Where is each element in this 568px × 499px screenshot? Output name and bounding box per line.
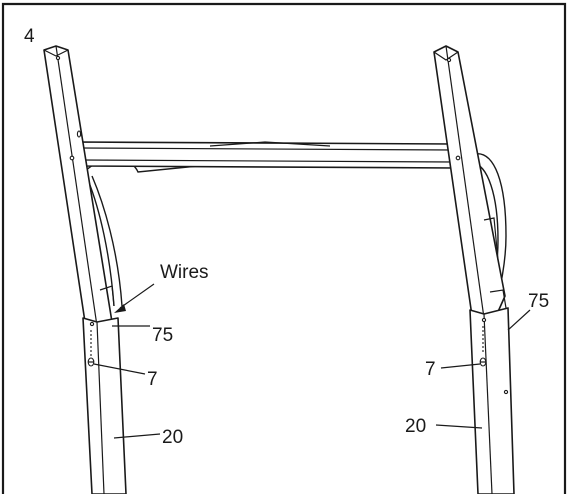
callout-75-right: 75 — [507, 291, 549, 331]
label-part-20-right: 20 — [405, 416, 426, 437]
label-wires: Wires — [160, 262, 209, 283]
right-upright-75 — [433, 45, 507, 319]
callout-75-left: 75 — [112, 325, 173, 346]
label-part-7-left: 7 — [147, 369, 158, 390]
callout-wires: Wires — [114, 262, 209, 313]
left-base-tube-20 — [82, 317, 127, 495]
callout-20-left: 20 — [113, 427, 183, 448]
label-part-75-right: 75 — [528, 291, 549, 312]
label-part-7-right: 7 — [425, 359, 436, 380]
callout-7-right: 7 — [425, 359, 481, 380]
wire-harness — [83, 153, 507, 307]
callout-7-left: 7 — [93, 363, 158, 390]
label-part-20-left: 20 — [162, 427, 183, 448]
right-base-tube-20 — [469, 307, 515, 495]
step-number: 4 — [24, 26, 35, 47]
callout-20-right: 20 — [405, 416, 483, 437]
crossbar — [76, 141, 456, 169]
left-upright-75 — [43, 45, 115, 327]
label-part-75-left: 75 — [152, 325, 173, 346]
